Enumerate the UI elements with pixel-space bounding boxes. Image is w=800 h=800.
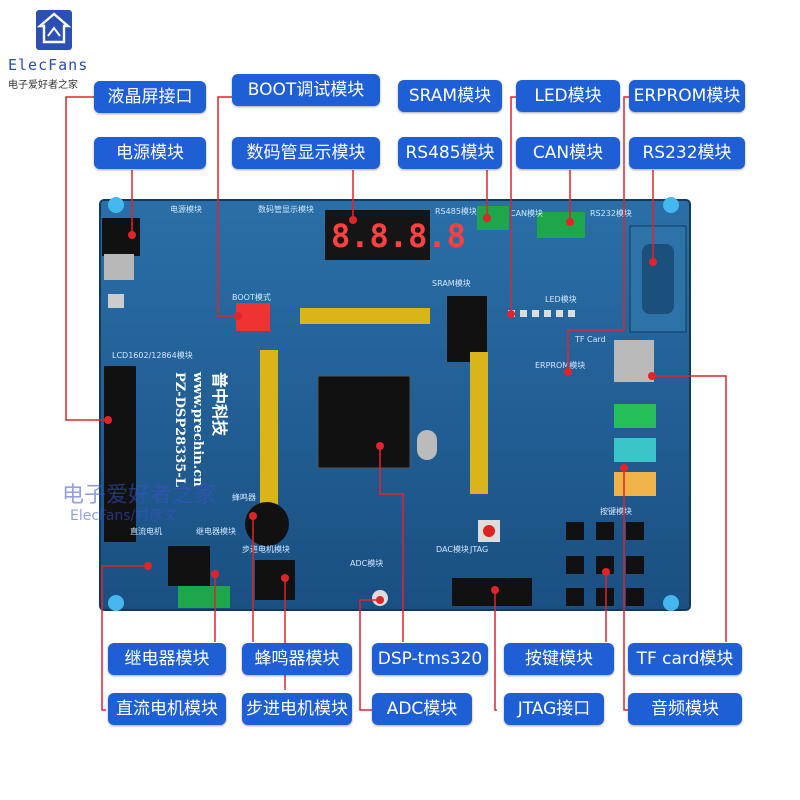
silk-seg: 数码管显示模块 xyxy=(258,204,314,214)
label-rs232: RS232模块 xyxy=(629,137,745,169)
silk-relay: 继电器模块 xyxy=(196,526,236,536)
silk-sram: SRAM模块 xyxy=(432,278,471,288)
silk-jtag: JTAG xyxy=(469,545,488,554)
leader-adc xyxy=(359,599,380,711)
silk-tf: TF Card xyxy=(574,335,606,344)
label-relay: 继电器模块 xyxy=(108,643,226,675)
house-chip-icon xyxy=(36,10,72,50)
silk-rs485: RS485模块 xyxy=(435,206,477,216)
silk-power: 电源模块 xyxy=(170,204,202,214)
silk-brand: 普中科技 xyxy=(210,372,229,437)
brand-name: ElecFans xyxy=(8,56,89,74)
silk-url: www.prechin.cn xyxy=(190,371,205,487)
leader-erprom xyxy=(567,96,631,372)
silk-rs232: RS232模块 xyxy=(590,208,632,218)
tf-card-slot xyxy=(614,340,654,382)
silk-adc: ADC模块 xyxy=(350,558,383,568)
leader-boot xyxy=(217,96,238,317)
silk-buzzer: 蜂鸣器 xyxy=(232,492,256,502)
label-erprom: ERPROM模块 xyxy=(629,80,745,112)
silk-stepper: 步进电机模块 xyxy=(242,544,290,554)
label-led: LED模块 xyxy=(516,80,620,112)
silk-dc: 直流电机 xyxy=(130,526,162,536)
brand-subtitle: 电子爱好者之家 xyxy=(8,80,78,91)
leader-jtag xyxy=(494,590,497,711)
leader-dsp xyxy=(379,446,404,642)
label-stepper: 步进电机模块 xyxy=(242,693,352,725)
label-audio: 音频模块 xyxy=(628,693,742,725)
dsp-chip xyxy=(317,375,411,469)
label-key: 按键模块 xyxy=(504,643,614,675)
leader-audio xyxy=(623,468,628,711)
leader-dcmotor xyxy=(101,565,148,711)
label-can: CAN模块 xyxy=(516,137,620,169)
label-rs485: RS485模块 xyxy=(398,137,502,169)
leader-tfcard xyxy=(652,375,727,642)
silk-dac: DAC模块 xyxy=(436,544,469,554)
label-lcd: 液晶屏接口 xyxy=(94,81,206,113)
silk-model: PZ-DSP28335-L xyxy=(172,372,187,487)
label-sram: SRAM模块 xyxy=(398,80,502,112)
watermark-en: ElecFans/村彦文 xyxy=(70,508,178,524)
seven-seg-display xyxy=(325,210,430,260)
label-adc: ADC模块 xyxy=(372,693,472,725)
label-power: 电源模块 xyxy=(94,137,206,169)
silk-led: LED模块 xyxy=(545,294,577,304)
label-jtag: JTAG接口 xyxy=(504,693,604,725)
leader-lcd xyxy=(65,96,108,421)
label-dcmotor: 直流电机模块 xyxy=(108,693,226,725)
label-buzzer: 蜂鸣器模块 xyxy=(242,643,352,675)
watermark-cn: 电子爱好者之家 xyxy=(62,483,217,508)
silk-can: CAN模块 xyxy=(510,208,543,218)
silk-boot: BOOT模式 xyxy=(232,292,271,302)
silk-key: 按键模块 xyxy=(600,506,632,516)
label-dsp: DSP-tms320 xyxy=(372,643,488,675)
silk-lcd: LCD1602/12864模块 xyxy=(112,350,193,360)
label-seg: 数码管显示模块 xyxy=(232,137,380,169)
silk-erprom: ERPROM模块 xyxy=(535,360,585,370)
label-tfcard: TF card模块 xyxy=(628,643,742,675)
label-boot: BOOT调试模块 xyxy=(232,74,380,106)
